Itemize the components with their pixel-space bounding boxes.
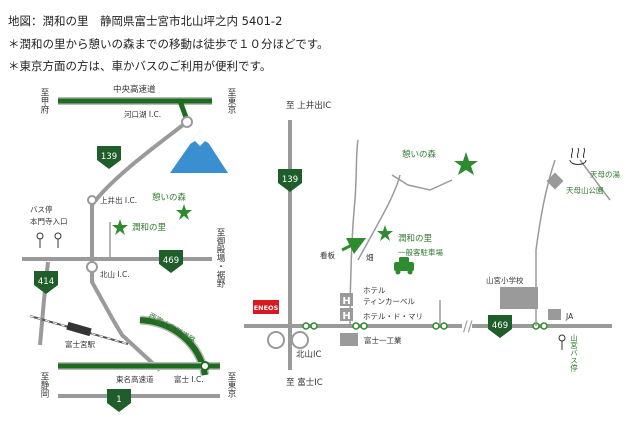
to-kofu-label: 至甲府 — [39, 88, 49, 114]
fujinomiya-station-icon — [66, 321, 92, 337]
hotel-dmari-label: ホテル・ド・マリ — [363, 312, 423, 321]
route-469-left-label: 469 — [163, 256, 179, 266]
hotel-tinker-bell-label: ティンカーベル — [363, 297, 416, 306]
eneos-sign — [253, 300, 279, 314]
fuji-ichi-kogyo-label: 富士一工業 — [364, 335, 402, 345]
junwa-right-star-icon — [377, 225, 393, 241]
mt-miyako-onsen-label: 天母の湯 — [590, 169, 620, 179]
route-414-shield: 414 — [34, 271, 58, 294]
car-icon — [394, 257, 414, 275]
onsen-icon — [569, 147, 587, 165]
svg-text:H: H — [342, 311, 350, 322]
fujinomiya-station-label: 富士宮駅 — [65, 339, 95, 349]
bus-stop-left-icon — [36, 232, 62, 248]
kawaguchiko-ic-marker — [181, 116, 193, 128]
route-139-road — [90, 120, 189, 372]
to-tokyo-bottom-label: 至東京 — [226, 372, 236, 398]
fuji-ic-left-label: 富士 I.C. — [174, 374, 204, 384]
kitayama-ic-right-label: 北山IC — [296, 349, 322, 360]
route-139-shield-right: 139 — [278, 169, 302, 192]
route-1-shield: 1 — [107, 389, 131, 412]
tomei-expressway-label: 東名高速道 — [116, 374, 154, 384]
route-139-left-label: 139 — [101, 152, 117, 162]
hotel-icons: H H — [340, 293, 353, 322]
road-break-icon: // — [463, 319, 473, 335]
ja-label: JA — [565, 312, 574, 321]
junwa-left-label: 潤和の里 — [132, 222, 167, 233]
ikoi-forest-right-star-icon — [454, 152, 478, 175]
kitayama-ic-interchange-icon — [267, 331, 309, 349]
route-139-right-label: 139 — [282, 175, 298, 185]
ikoi-forest-left-label: 憩いの森 — [152, 192, 187, 203]
parking-label: 一般客駐車場 — [398, 247, 443, 257]
route-139-shield-left: 139 — [97, 146, 121, 169]
kitayama-ic-left-label: 北山 I.C. — [100, 269, 130, 279]
mount-fuji-icon — [170, 130, 228, 173]
signboard-arrow-icon — [341, 237, 367, 255]
ikoi-forest-left-star-icon — [176, 204, 192, 220]
signboard-label: 看板 — [320, 250, 335, 260]
mt-miyako-park-label: 天母山公園 — [566, 185, 604, 195]
yamamiya-bus-stop-icon — [558, 334, 566, 350]
field-label: 畑 — [366, 253, 374, 262]
route-414-label: 414 — [38, 277, 54, 287]
to-shizuoka-label: 至静岡 — [39, 372, 49, 398]
to-kamiide-ic-label: 至 上井出IC — [286, 100, 331, 111]
to-gotemba-label: 至御殿場・裾野 — [215, 228, 225, 288]
right-detail-map: 至 上井出IC 139 至 富士IC // 469 北山IC ENEOS — [244, 100, 620, 388]
ikoi-forest-right-label: 憩いの森 — [402, 149, 437, 160]
eneos-label: ENEOS — [254, 304, 279, 312]
chuo-expressway-label: 中央高速道 — [113, 84, 156, 95]
nishifuji-toll-road-label: 西富士有料道路 — [147, 310, 198, 345]
junwa-right-label: 潤和の里 — [398, 233, 433, 244]
route-469-shield-left: 469 — [159, 250, 183, 273]
header-note-access: ＊東京方面の方は、車かバスのご利用が便利です。 — [8, 59, 272, 73]
route-1-label: 1 — [116, 395, 121, 405]
to-tokyo-top-label: 至東京 — [226, 88, 236, 114]
ja-building — [548, 309, 561, 320]
hotel-label: ホテル — [363, 286, 386, 295]
header-note-walk: ＊潤和の里から憩いの森までの移動は徒歩で１０分ほどです。 — [8, 37, 329, 51]
yamamiya-school-label: 山宮小学校 — [486, 275, 524, 285]
header-address: 地図：潤和の里 静岡県富士宮市北山坪之内 5401-2 — [8, 14, 283, 28]
route-469-shield-right: 469 — [488, 315, 512, 338]
fuji-ichi-kogyo-building — [340, 333, 358, 346]
junwa-left-star-icon — [112, 219, 128, 235]
yamamiya-bus-stop-label: 山宮バス停 — [569, 333, 578, 373]
kawaguchiko-ic-label: 河口湖 I.C. — [124, 110, 161, 119]
bus-stop-left-label: バス停 — [30, 204, 53, 214]
left-area-map: 中央高速道 至甲府 至東京 河口湖 I.C. 139 上井出 I.C. 憩いの森… — [22, 84, 236, 412]
route-469-right-label: 469 — [492, 321, 508, 331]
yamamiya-school-building — [500, 287, 538, 309]
honmonji-label: 本門寺入口 — [30, 216, 68, 226]
to-fuji-ic-label: 至 富士IC — [286, 377, 323, 388]
kamiide-ic-label: 上井出 I.C. — [100, 195, 137, 205]
traffic-signal-icons — [302, 322, 548, 330]
mt-miyako-park-icon — [546, 172, 564, 190]
svg-text:H: H — [342, 296, 350, 307]
